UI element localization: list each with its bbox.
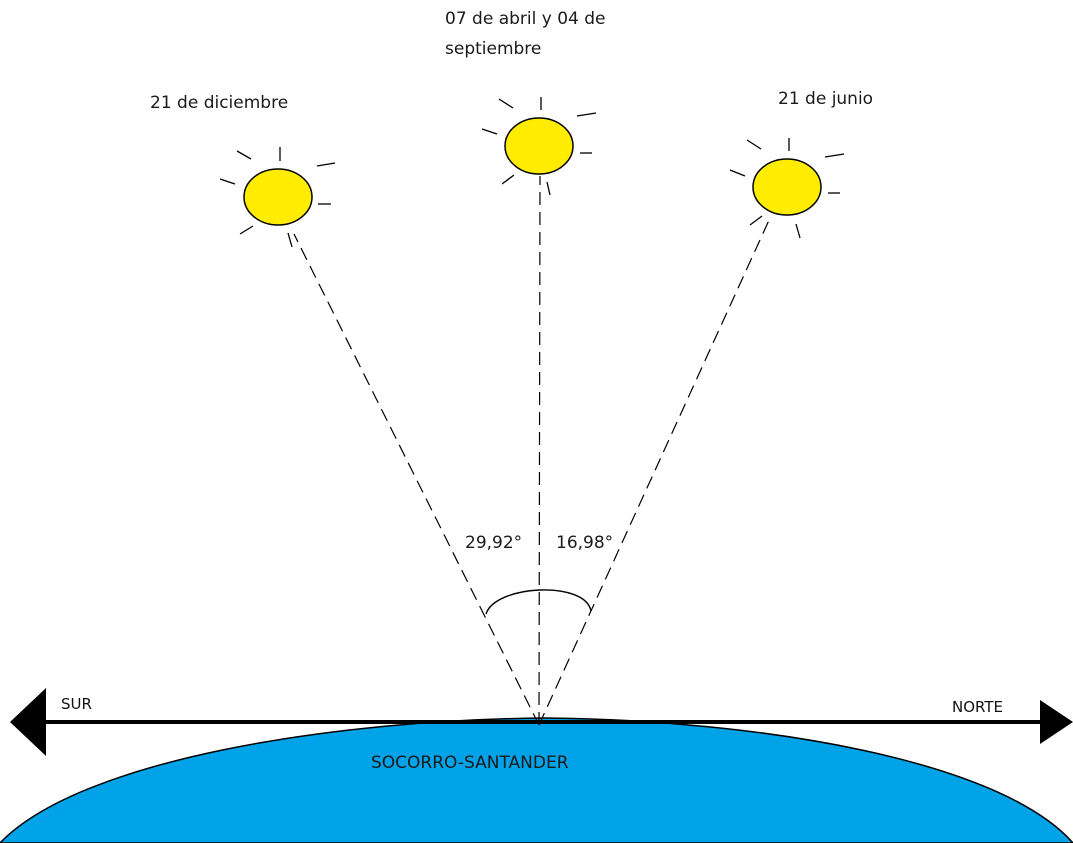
angle-north-label: 16,98° <box>556 533 613 553</box>
angle-arc <box>485 589 592 615</box>
sun-21-june-label: 21 de junio <box>778 89 873 109</box>
sun-icon <box>219 147 336 248</box>
location-label: SOCORRO-SANTANDER <box>371 753 569 773</box>
arrow-left-icon <box>10 688 46 756</box>
earth-surface <box>0 717 1073 843</box>
ray-21-june <box>538 217 771 726</box>
direction-south-label: SUR <box>61 695 92 713</box>
angle-south-label: 29,92° <box>465 533 522 553</box>
sun-icon <box>729 138 845 239</box>
ray-21-december <box>293 233 540 726</box>
horizon-axis <box>10 688 1073 756</box>
sun-equinox-label-line2: septiembre <box>445 39 541 59</box>
sun-21-december-label: 21 de diciembre <box>150 93 288 113</box>
sun-equinox-label-line1: 07 de abril y 04 de <box>445 9 606 29</box>
ray-equinox <box>538 175 541 726</box>
sun-icon <box>481 97 597 196</box>
arrow-right-icon <box>1040 700 1073 744</box>
direction-north-label: NORTE <box>952 698 1003 716</box>
